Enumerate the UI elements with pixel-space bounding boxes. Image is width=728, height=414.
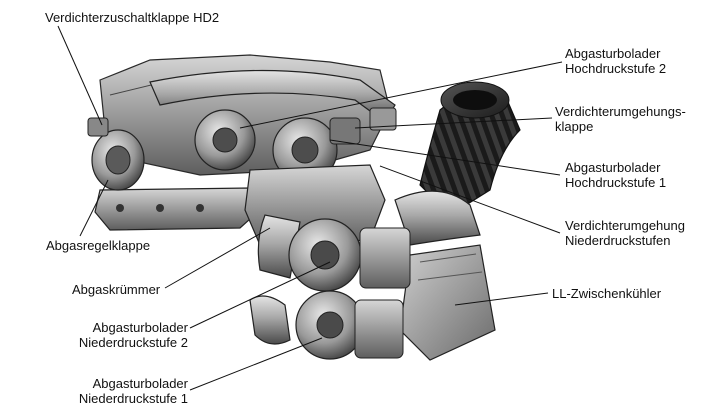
label-line: Verdichterzuschaltklappe HD2: [45, 10, 220, 25]
label-line: Abgaskrümmer: [72, 282, 161, 297]
label-line: Hochdruckstufe 2: [565, 61, 667, 76]
label-line: Niederdruckstufe 1: [78, 391, 188, 406]
label-abgasturbolader-hd1: Abgasturbolader Hochdruckstufe 1: [565, 160, 666, 190]
label-line: Verdichterumgehungs-: [555, 104, 686, 119]
label-line: Verdichterumgehung: [565, 218, 685, 233]
label-line: LL-Zwischenkühler: [552, 286, 662, 301]
label-line: Niederdruckstufe 2: [78, 335, 188, 350]
label-line: Abgasturbolader: [92, 376, 188, 391]
label-verdichterumgehungsklappe: Verdichterumgehungs- klappe: [555, 104, 686, 134]
label-abgasregelklappe: Abgasregelklappe: [46, 238, 150, 253]
label-ll-zwischenkuehler: LL-Zwischenkühler: [552, 286, 661, 301]
label-line: Abgasturbolader: [565, 46, 661, 61]
label-line: Abgasregelklappe: [46, 238, 151, 253]
label-line: Abgasturbolader: [92, 320, 188, 335]
label-abgaskruemmer: Abgaskrümmer: [72, 282, 160, 297]
label-verdichterzuschaltklappe: Verdichterzuschaltklappe HD2: [45, 10, 219, 25]
label-verdichterumgehung-nd: Verdichterumgehung Niederdruckstufen: [565, 218, 685, 248]
label-abgasturbolader-nd1: Abgasturbolader Niederdruckstufe 1: [58, 376, 188, 406]
label-line: Abgasturbolader: [565, 160, 661, 175]
label-line: Hochdruckstufe 1: [565, 175, 667, 190]
label-line: klappe: [555, 119, 594, 134]
label-abgasturbolader-nd2: Abgasturbolader Niederdruckstufe 2: [58, 320, 188, 350]
label-line: Niederdruckstufen: [565, 233, 671, 248]
label-abgasturbolader-hd2: Abgasturbolader Hochdruckstufe 2: [565, 46, 666, 76]
